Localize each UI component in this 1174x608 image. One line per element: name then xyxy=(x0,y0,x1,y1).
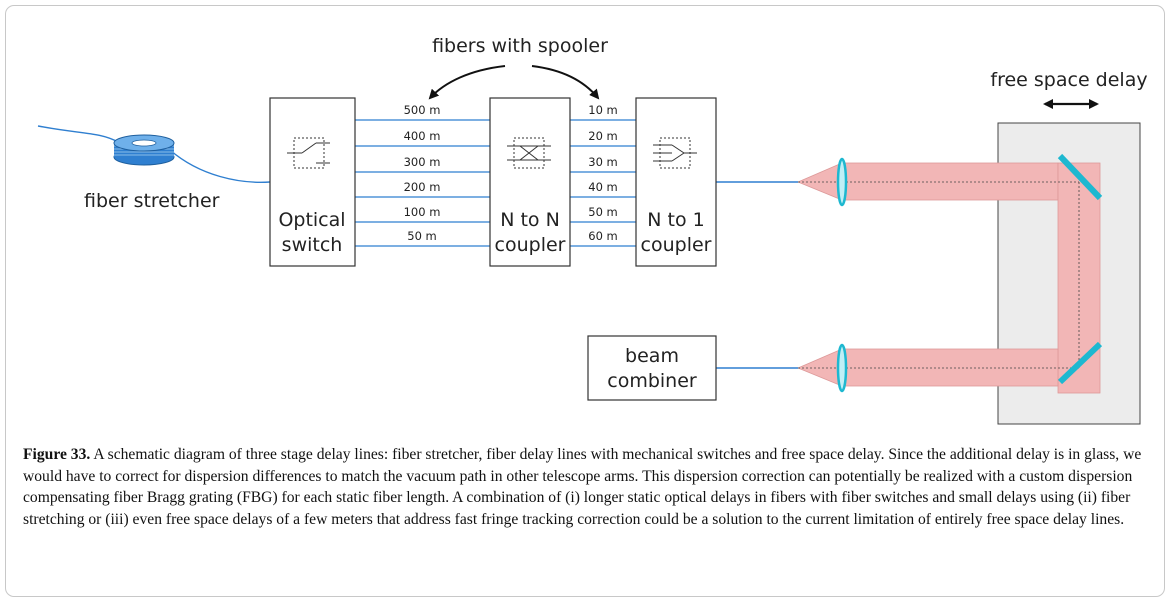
spooler-arrow-left xyxy=(428,65,506,100)
caption-label: Figure 33. xyxy=(23,446,91,463)
length-label-11: 50 m xyxy=(588,205,618,219)
input-fiber xyxy=(37,125,271,183)
delay-line-diagram: fiber stretcher 500 m 400 m 300 m 200 m … xyxy=(37,35,1148,425)
length-label-4: 200 m xyxy=(404,180,441,194)
optical-switch-box xyxy=(269,97,356,267)
switch-icon xyxy=(287,137,330,169)
mirror-upper xyxy=(1057,153,1103,201)
beam-combiner-label-2: combiner xyxy=(607,370,697,392)
length-label-7: 10 m xyxy=(588,103,618,117)
length-label-2: 400 m xyxy=(404,129,441,143)
lower-beam xyxy=(796,348,1079,387)
beam-combiner-box xyxy=(587,335,717,401)
fiber-stretcher-spool xyxy=(113,134,175,166)
spooler-arrow-right xyxy=(531,65,600,100)
length-label-1: 500 m xyxy=(404,103,441,117)
length-label-3: 300 m xyxy=(404,155,441,169)
lens-upper xyxy=(836,157,848,207)
lens-lower xyxy=(836,343,848,393)
spooler-label: fibers with spooler xyxy=(432,35,608,57)
free-space-delay-label: free space delay xyxy=(990,69,1147,91)
length-label-6: 50 m xyxy=(407,229,437,243)
n-to-n-coupler-box xyxy=(489,97,571,267)
n-to-n-label-2: coupler xyxy=(495,234,566,256)
optical-switch-label-2: switch xyxy=(282,234,343,256)
n-to-1-coupler-box xyxy=(635,97,717,267)
optical-switch-label-1: Optical xyxy=(278,209,345,231)
length-label-9: 30 m xyxy=(588,155,618,169)
figure-frame xyxy=(5,5,1165,597)
beam-combiner-label-1: beam xyxy=(625,345,679,367)
n-to-n-icon xyxy=(507,137,551,169)
fiber-bundle-stage-1 xyxy=(355,119,490,247)
length-label-8: 20 m xyxy=(588,129,618,143)
length-label-10: 40 m xyxy=(588,180,618,194)
caption-text: A schematic diagram of three stage delay… xyxy=(23,446,1142,528)
length-label-5: 100 m xyxy=(404,205,441,219)
mirror-lower xyxy=(1057,341,1103,385)
n-to-1-label-1: N to 1 xyxy=(647,209,704,231)
n-to-1-label-2: coupler xyxy=(641,234,712,256)
n-to-n-label-1: N to N xyxy=(500,209,560,231)
fiber-bundle-stage-2 xyxy=(570,119,636,247)
fiber-stretcher-label: fiber stretcher xyxy=(84,190,220,212)
figure-caption: Figure 33. A schematic diagram of three … xyxy=(23,444,1151,530)
n-to-1-icon xyxy=(653,137,697,169)
length-label-12: 60 m xyxy=(588,229,618,243)
